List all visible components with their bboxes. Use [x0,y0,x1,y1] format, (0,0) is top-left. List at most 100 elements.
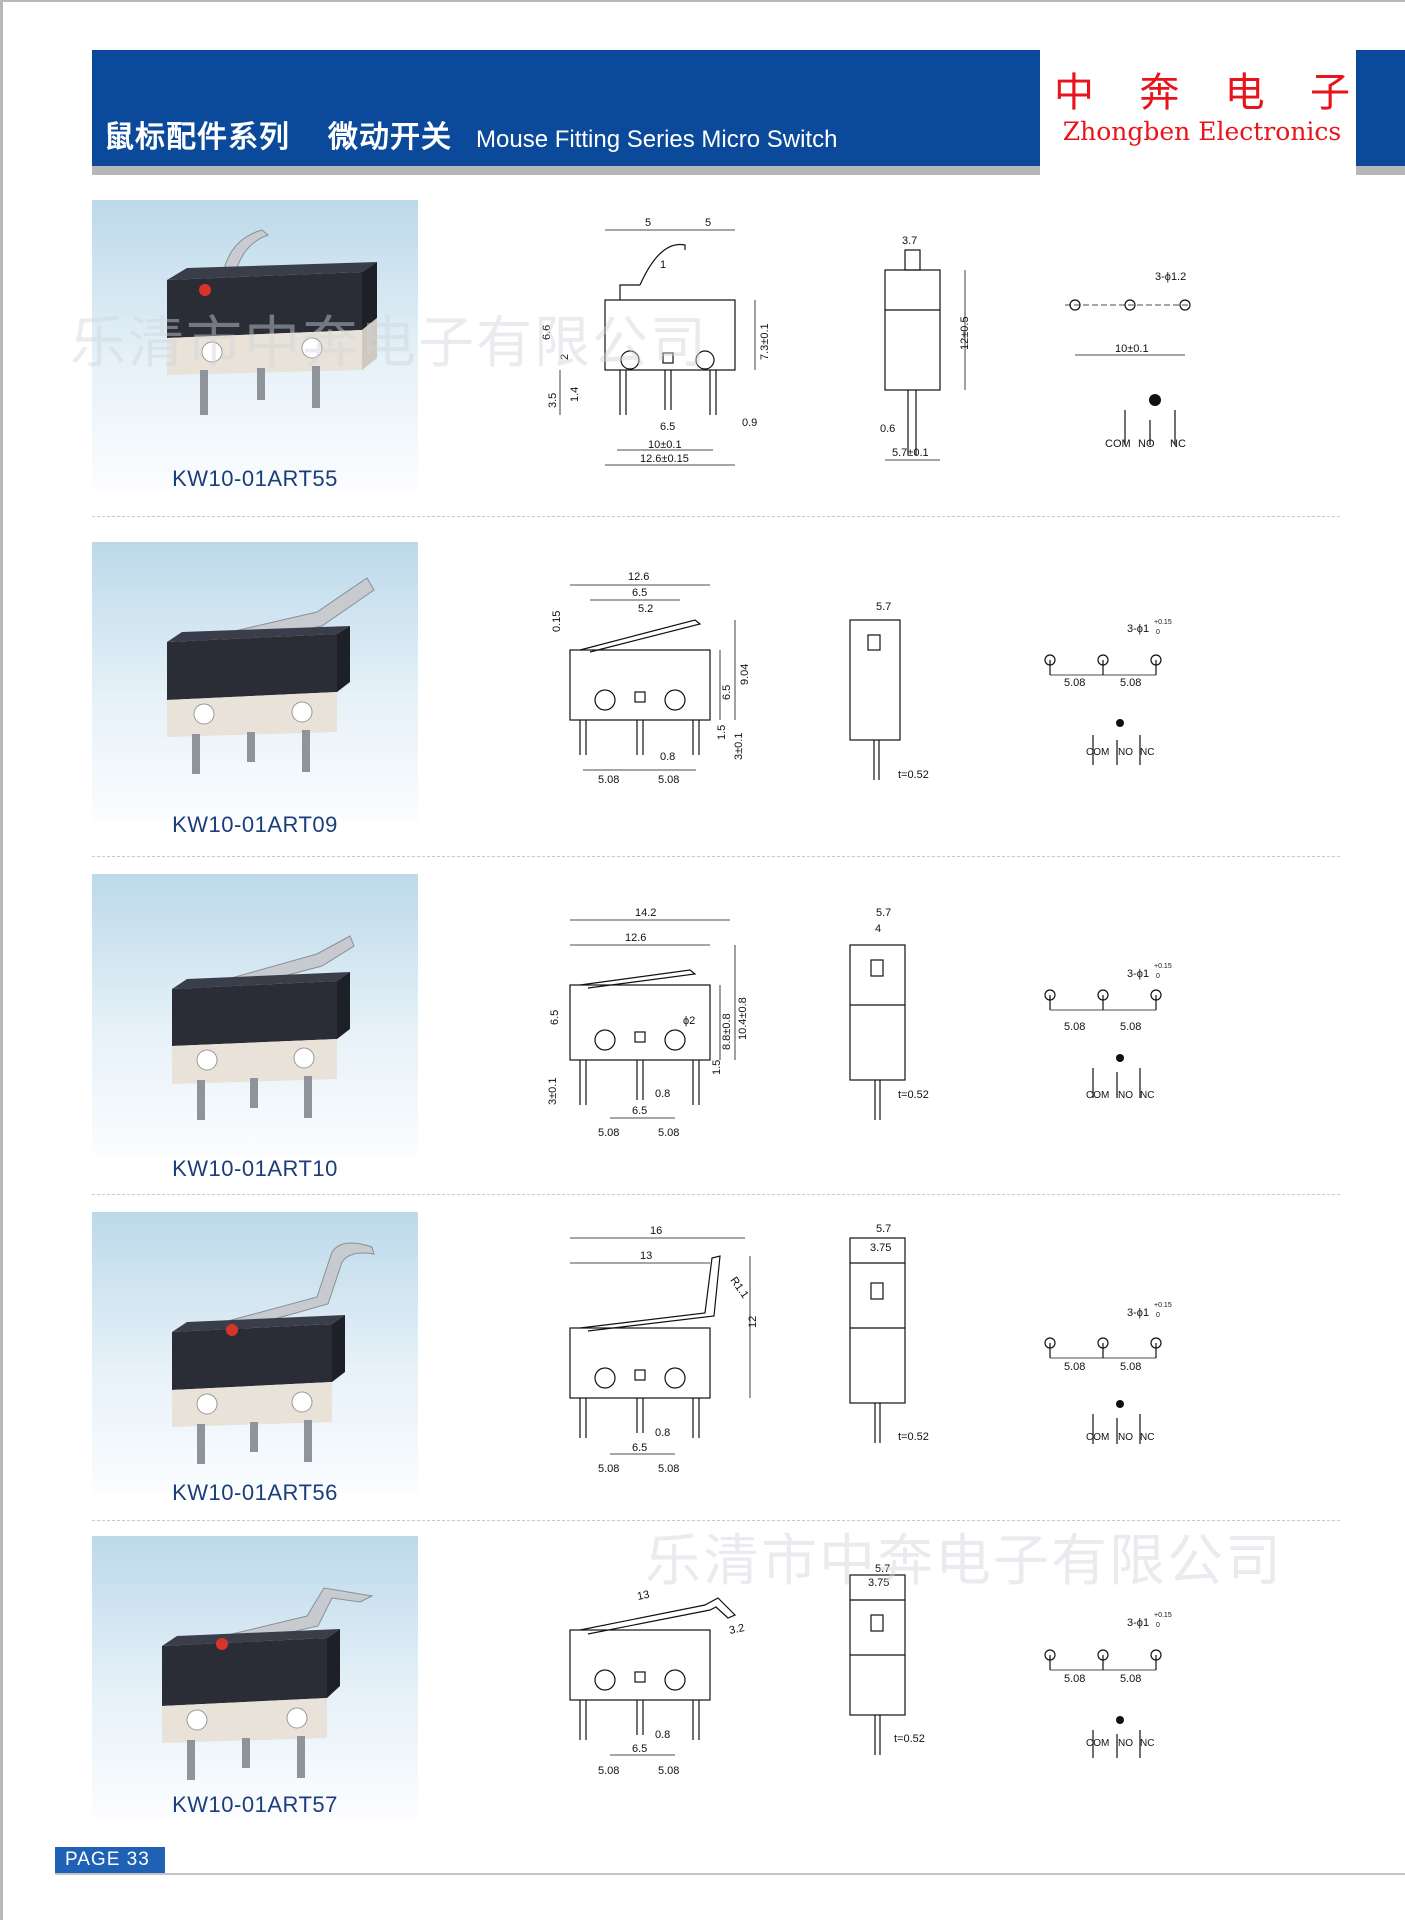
dim-label: 5 [645,217,651,229]
brand-char: 子 [1309,70,1350,116]
brand-char: 电 [1224,70,1265,116]
dim-label: 5.08 [598,774,619,786]
dim-label: +0.15 [1154,1612,1172,1619]
terminal-label: COM [1086,747,1109,758]
dimension-drawing: 14.2 12.6 6.5 ϕ2 8.8±0.8 10.4±0.8 1.5 3±… [547,907,1172,1139]
series-title-cn: 鼠标配件系列 [104,120,290,155]
header-right-block [1356,50,1405,166]
model-number: KW10-01ART55 [172,466,338,491]
product-photo [92,1212,418,1494]
dim-label: 5.08 [1120,677,1141,689]
dimension-drawing: 12.6 6.5 5.2 0.15 6.5 9.04 1.5 3±0.1 0.8… [551,571,1172,786]
dim-label: 3±0.1 [733,733,745,760]
dimension-drawing: 13 3.2 0.8 6.5 5.08 5.08 5.7 3.75 t=0.52… [569,1563,1172,1777]
terminal-label: NO [1138,438,1155,450]
dim-label: 13 [640,1250,652,1262]
row-separator [92,1520,1340,1521]
terminal-label: COM [1086,1432,1109,1443]
dim-label: 5.7 [876,1223,891,1235]
dim-label: 3.75 [868,1577,889,1589]
model-number: KW10-01ART09 [172,812,338,837]
terminal-label: COM [1086,1738,1109,1749]
dim-label: 9.04 [739,664,751,685]
dim-label: 5.08 [598,1765,619,1777]
dim-label: 5.7±0.1 [892,447,929,459]
company-watermark: 乐清市中奔电子有限公司 [70,311,708,376]
terminal-label: NO [1118,1432,1133,1443]
dim-label: 0 [1156,1622,1160,1629]
dim-label: 5.08 [658,1127,679,1139]
model-number: KW10-01ART56 [172,1480,338,1505]
terminal-label: NC [1140,1090,1154,1101]
dim-label: 6.5 [549,1010,561,1025]
dim-label: 5.08 [598,1463,619,1475]
dim-label: 0.15 [551,611,563,632]
dim-label: 3.2 [728,1622,745,1637]
footer-line [55,1873,1405,1875]
terminal-label: NO [1118,747,1133,758]
dim-label: 0.6 [880,423,895,435]
page-number: PAGE 33 [55,1847,165,1873]
dim-label: 5.2 [638,603,653,615]
dim-label: 5.08 [598,1127,619,1139]
dim-label: 1 [660,259,666,271]
dim-label: 1.5 [716,725,728,740]
dim-label: 13 [636,1589,650,1603]
dim-label: 5.08 [1120,1021,1141,1033]
product-title-en: Mouse Fitting Series Micro Switch [476,126,838,153]
dim-label: 12±0.5 [959,316,971,350]
dim-label: +0.15 [1154,1302,1172,1309]
dim-label: 0.8 [655,1427,670,1439]
brand-name-en: Zhongben Electronics [1062,117,1342,146]
dim-label: 10±0.1 [648,439,682,451]
dim-label: 16 [650,1225,662,1237]
dim-label: 0.8 [655,1088,670,1100]
dim-label: 12.6 [628,571,649,583]
terminal-label: COM [1105,438,1131,450]
dim-label: 10.4±0.8 [737,997,749,1040]
terminal-label: NC [1140,1432,1154,1443]
dim-label: 6.5 [632,1743,647,1755]
dim-label: 2 [559,354,571,360]
dimension-drawing: 16 13 R1.1 12 0.8 6.5 5.08 5.08 5.7 3.75… [569,1223,1172,1475]
model-number: KW10-01ART57 [172,1792,338,1817]
dim-label: 10±0.1 [1115,343,1149,355]
header-underline [92,166,1040,175]
model-number: KW10-01ART10 [172,1156,338,1181]
terminal-label: NO [1118,1090,1133,1101]
dim-label: 5.7 [876,601,891,613]
header-bar [92,50,1040,166]
dim-label: 0 [1156,1312,1160,1319]
dim-label: 5.08 [1064,677,1085,689]
dim-label: ϕ2 [683,1015,695,1027]
product-title-cn: 微动开关 [328,120,452,155]
dim-label: 1.4 [569,387,581,402]
dim-label: 5.7 [876,907,891,919]
dim-label: 6.5 [632,1442,647,1454]
dim-label: 12.6 [625,932,646,944]
dim-label: 3-ϕ1 [1127,1617,1149,1629]
dim-label: 5 [705,217,711,229]
row-separator [92,516,1340,517]
dim-label: 14.2 [635,907,656,919]
dim-label: +0.15 [1154,619,1172,626]
terminal-label: COM [1086,1090,1109,1101]
dim-label: 5.08 [658,1765,679,1777]
dim-label: 3.5 [547,393,559,408]
dim-label: 4 [875,923,881,935]
dim-label: t=0.52 [898,769,929,781]
product-photo [92,542,418,822]
row-separator [92,856,1340,857]
dim-label: t=0.52 [894,1733,925,1745]
terminal-label: NC [1170,438,1186,450]
dim-label: 6.5 [721,685,733,700]
header-right-underline [1356,166,1405,175]
dim-label: 0.9 [742,417,757,429]
company-watermark: 乐清市中奔电子有限公司 [645,1529,1283,1594]
dim-label: 1.5 [711,1060,723,1075]
dim-label: 5.7 [875,1563,890,1575]
dim-label: 3-ϕ1 [1127,623,1149,635]
dim-label: +0.15 [1154,963,1172,970]
product-photo [92,874,418,1156]
product-photo [92,200,418,490]
